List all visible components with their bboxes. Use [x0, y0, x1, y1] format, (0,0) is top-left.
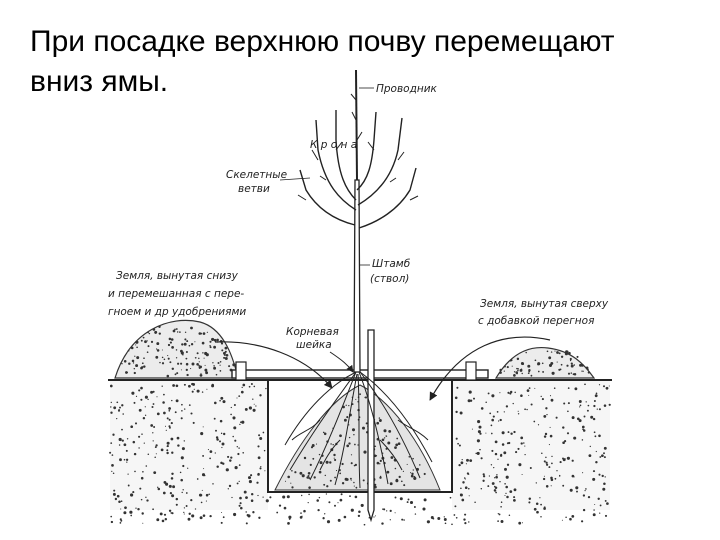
label-right-soil-2: с добавкой перегноя: [478, 315, 594, 327]
support-stake: [367, 329, 375, 523]
arrow-right-soil-to-pit: [429, 336, 551, 401]
label-skeletal-branches-2: ветви: [238, 183, 270, 195]
right-soil-heap: [494, 346, 596, 379]
arrow-root-neck: [329, 351, 354, 373]
label-crown: К р о н а: [310, 139, 357, 151]
ground-soil: [109, 380, 611, 526]
label-root-neck-2: шейка: [296, 339, 332, 351]
label-left-soil-2: и перемешанная с пере-: [108, 288, 244, 300]
pit-soil-mound: [274, 384, 441, 491]
label-skeletal-branches-1: Скелетные: [226, 169, 287, 181]
label-root-neck-1: Корневая: [286, 326, 339, 338]
tree-roots: [284, 371, 433, 489]
tree-crown-branches: [297, 110, 419, 229]
label-left-soil-1: Земля, вынутая снизу: [116, 270, 239, 282]
left-soil-heap: [114, 319, 239, 379]
slide-title: При посадке верхнюю почву перемещают вни…: [30, 25, 615, 98]
label-left-soil-3: гноем и др удобрениями: [108, 306, 246, 318]
tree-leader: [350, 69, 363, 181]
label-trunk-2: (ствол): [370, 273, 409, 285]
planting-pit: [267, 380, 453, 493]
label-leader: Проводник: [376, 83, 438, 95]
label-right-soil-1: Земля, вынутая сверху: [480, 298, 609, 310]
tree-trunk: [353, 179, 361, 373]
arrow-left-soil-to-pit: [214, 341, 333, 389]
label-trunk-1: Штамб: [372, 258, 411, 270]
leader-line-skeletal: [279, 177, 311, 181]
